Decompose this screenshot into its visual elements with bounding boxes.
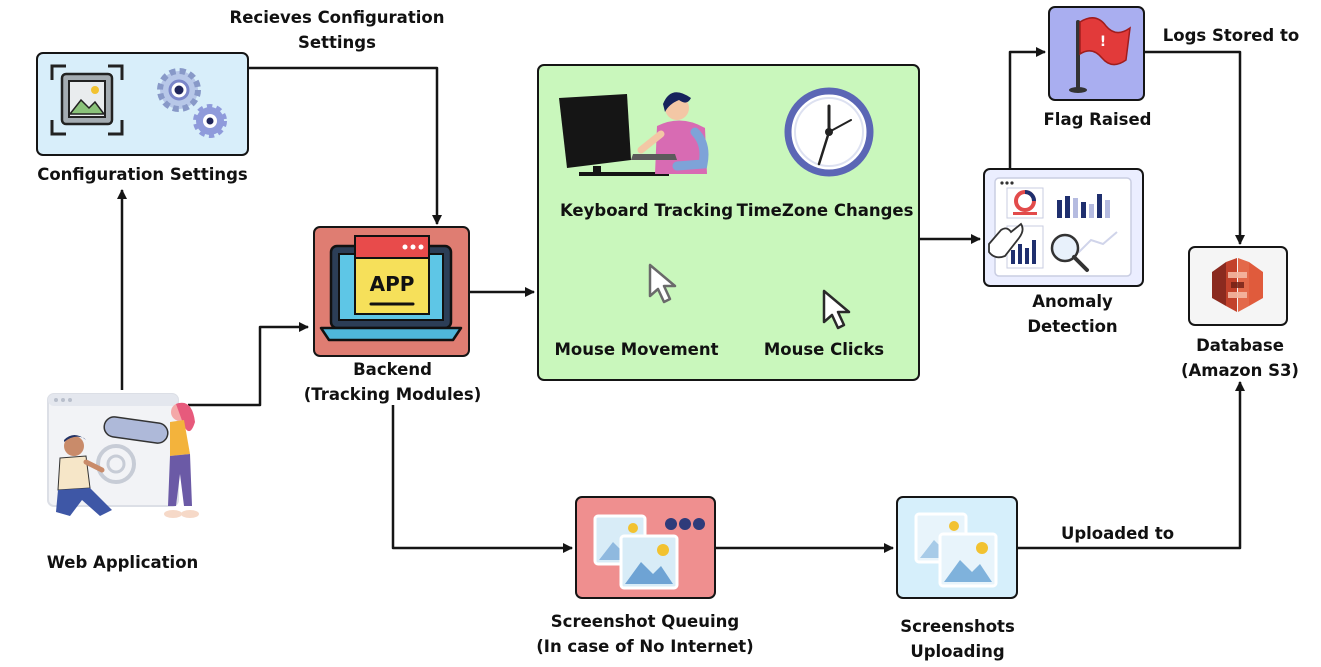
- screenshot-upload-icon: [914, 512, 998, 588]
- edge-backend-to-queue: [391, 405, 573, 553]
- edge-flag-to-database: [1145, 50, 1245, 245]
- screenshots-uploading-label: Screenshots Uploading: [900, 617, 1015, 661]
- flag-raised-label: Flag Raised: [1043, 110, 1152, 129]
- image-gear-icon: [50, 64, 227, 138]
- app-text: APP: [370, 272, 415, 296]
- edge-anomaly-to-flag: [1008, 47, 1046, 168]
- people-browser-icon: [47, 393, 199, 518]
- cursor-click-icon: [822, 289, 851, 330]
- edge-config-to-backend: [249, 66, 442, 225]
- screenshot-queuing-node: [575, 496, 716, 599]
- anomaly-detection-node: [983, 168, 1144, 287]
- red-flag-icon: !: [1069, 17, 1131, 93]
- amazon-s3-icon: [1212, 258, 1263, 312]
- mouse-clicks-label: Mouse Clicks: [763, 340, 885, 359]
- web-application-label: Web Application: [46, 553, 199, 572]
- tracking-modules-node: Keyboard Tracking TimeZone Changes Mouse…: [537, 64, 920, 381]
- config-settings-node: [36, 52, 249, 156]
- edge-uploading-to-database: [1018, 381, 1245, 550]
- backend-node: APP: [313, 226, 470, 357]
- flag-raised-node: !: [1048, 6, 1145, 101]
- edge-label-uploaded-to: Uploaded to: [1060, 524, 1175, 543]
- database-node: [1188, 246, 1288, 326]
- screenshot-queuing-label: Screenshot Queuing (In case of No Intern…: [536, 612, 754, 656]
- laptop-app-icon: APP: [319, 235, 463, 342]
- backend-label: Backend (Tracking Modules): [303, 360, 482, 404]
- clock-icon: [784, 87, 874, 177]
- svg-text:!: !: [1100, 34, 1106, 50]
- timezone-changes-label: TimeZone Changes: [736, 201, 914, 220]
- edge-webapp-to-backend: [188, 322, 309, 407]
- mouse-movement-label: Mouse Movement: [554, 340, 719, 359]
- dashboard-magnifier-icon: [988, 177, 1132, 277]
- anomaly-detection-label: Anomaly Detection: [1027, 292, 1118, 336]
- screenshots-uploading-node: [896, 496, 1018, 599]
- person-typing-computer-icon: [559, 92, 709, 176]
- keyboard-tracking-label: Keyboard Tracking: [559, 201, 734, 220]
- edge-label-logs-stored: Logs Stored to: [1162, 26, 1300, 45]
- database-label: Database (Amazon S3): [1181, 336, 1299, 380]
- edge-label-receives-config: Recieves Configuration Settings: [229, 8, 445, 52]
- cursor-movement-icon: [648, 263, 677, 304]
- screenshot-queue-icon: [593, 514, 705, 590]
- config-settings-label: Configuration Settings: [37, 165, 248, 184]
